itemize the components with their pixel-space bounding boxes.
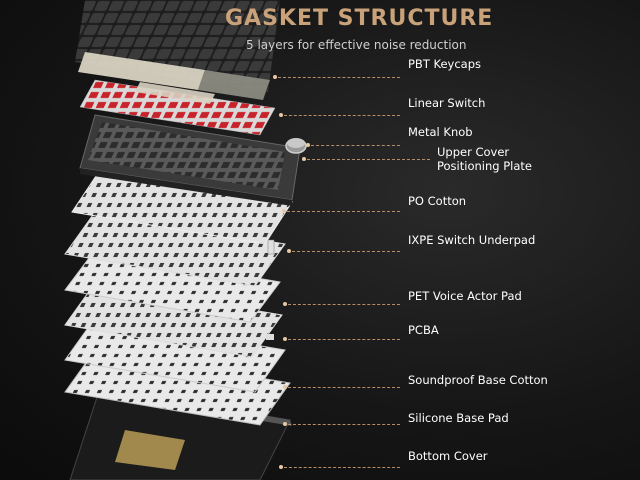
leader-dot bbox=[283, 385, 287, 389]
leader-dot bbox=[279, 113, 283, 117]
leader-line bbox=[311, 145, 400, 146]
leader-dot bbox=[282, 209, 286, 213]
leader-line bbox=[288, 339, 400, 340]
layer-pbt-keycaps bbox=[75, 0, 280, 104]
leader-dot bbox=[279, 465, 283, 469]
leader-line bbox=[284, 115, 400, 116]
leader-line bbox=[287, 211, 400, 212]
leader-line bbox=[278, 77, 400, 78]
label-pcba: PCBA bbox=[408, 323, 439, 337]
leader-line bbox=[288, 387, 400, 388]
page-subtitle: 5 layers for effective noise reduction bbox=[246, 38, 467, 52]
label-silicone-base-pad: Silicone Base Pad bbox=[408, 411, 509, 425]
leader-line bbox=[292, 251, 400, 252]
label-metal-knob: Metal Knob bbox=[408, 125, 473, 139]
leader-line bbox=[307, 159, 430, 160]
leader-line bbox=[288, 304, 400, 305]
label-soundproof-base-cotton: Soundproof Base Cotton bbox=[408, 373, 548, 387]
label-linear-switch: Linear Switch bbox=[408, 96, 486, 110]
label-pbt-keycaps: PBT Keycaps bbox=[408, 57, 482, 71]
leader-dot bbox=[273, 75, 277, 79]
leader-dot bbox=[302, 157, 306, 161]
layer-linear-switch bbox=[79, 79, 276, 136]
leader-line bbox=[284, 467, 400, 468]
leader-line bbox=[288, 424, 400, 425]
label-upper-cover-plate: Upper Cover Positioning Plate bbox=[437, 145, 532, 173]
layer-metal-knob bbox=[285, 138, 307, 154]
layer-upper-cover-plate bbox=[79, 114, 301, 206]
leader-dot bbox=[283, 422, 287, 426]
label-po-cotton: PO Cotton bbox=[408, 194, 467, 208]
leader-dot bbox=[306, 143, 310, 147]
leader-dot bbox=[283, 302, 287, 306]
label-bottom-cover: Bottom Cover bbox=[408, 449, 488, 463]
label-ixpe-switch-underpad: IXPE Switch Underpad bbox=[408, 233, 536, 247]
leader-dot bbox=[283, 337, 287, 341]
leader-dot bbox=[287, 249, 291, 253]
page-title: GASKET STRUCTURE bbox=[225, 6, 494, 31]
label-pet-voice-actor-pad: PET Voice Actor Pad bbox=[408, 289, 522, 303]
